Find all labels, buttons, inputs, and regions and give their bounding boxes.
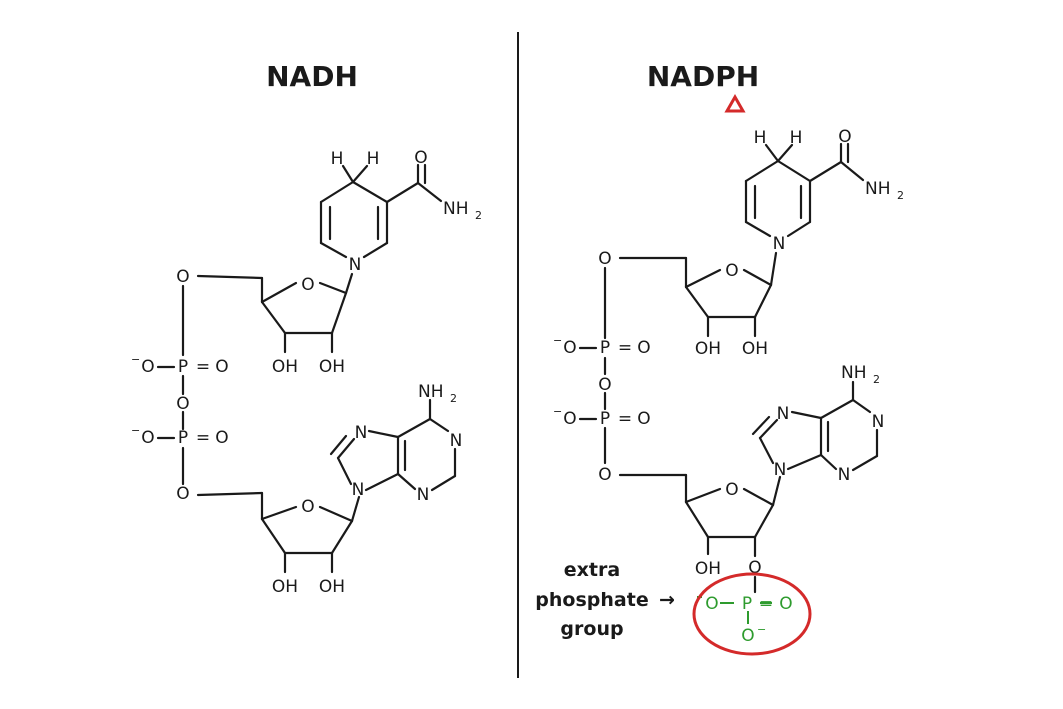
ring-oxygen-label: O (725, 480, 738, 500)
hydroxyl-label: OH (272, 357, 298, 377)
nadph-upper-ribose (618, 251, 778, 338)
nitrogen-label: N (773, 234, 786, 254)
oxygen-label: O (637, 409, 650, 429)
nadh-structure: H H O NH 2 N O OH OH (131, 148, 482, 597)
subscript-2: 2 (450, 392, 457, 405)
hydroxyl-label: OH (742, 339, 768, 359)
oxygen-label: O (176, 267, 189, 287)
oxygen-label: O (141, 357, 154, 377)
phosphorus-label: P (178, 357, 188, 377)
nadh-adenine (329, 398, 457, 523)
ring-oxygen-label: O (301, 275, 314, 295)
oxygen-label: O (741, 626, 754, 646)
nadh-lower-ribose (260, 491, 354, 574)
subscript-2: 2 (475, 209, 482, 222)
title-nadph: NADPH (647, 60, 759, 93)
oxygen-label: O (563, 338, 576, 358)
oxygen-label: O (838, 127, 851, 147)
arrow-right-icon: → (659, 589, 675, 611)
hydroxyl-label: OH (695, 339, 721, 359)
nitrogen-label: N (838, 465, 851, 485)
nadph-structure: H H O NH 2 N O OH OH (535, 127, 904, 656)
oxygen-label: O (779, 594, 792, 614)
oxygen-label: O (598, 465, 611, 485)
ring-oxygen-label: O (301, 497, 314, 517)
highlight-circle (692, 572, 812, 656)
hydroxyl-label: OH (319, 357, 345, 377)
hydroxyl-label: OH (695, 559, 721, 579)
oxygen-label: O (414, 148, 427, 168)
phosphorus-label: P (742, 594, 752, 614)
nitrogen-label: N (352, 480, 365, 500)
oxygen-label: O (141, 428, 154, 448)
title-nadh: NADH (266, 60, 358, 93)
hydroxyl-label: OH (319, 577, 345, 597)
nadph-lower-ribose (684, 473, 775, 558)
amine-label: NH (418, 382, 444, 402)
extra-phosphate-group: O P = O O − (697, 594, 793, 646)
oxygen-label: O (176, 484, 189, 504)
nitrogen-label: N (355, 423, 368, 443)
minus-charge: − (131, 353, 140, 366)
nadph-adenine (751, 380, 879, 507)
oxygen-label: O (215, 428, 228, 448)
amine-label: NH (865, 179, 891, 199)
annotation-line-2: phosphate (535, 589, 648, 611)
hydrogen-label: H (331, 149, 344, 169)
nitrogen-label: N (872, 412, 885, 432)
amine-label: NH (443, 199, 469, 219)
nitrogen-label: N (774, 460, 787, 480)
double-bond-label: = (618, 409, 632, 429)
hydrogen-label: H (790, 128, 803, 148)
subscript-2: 2 (873, 373, 880, 386)
warning-triangle-icon (724, 93, 746, 113)
minus-charge: − (131, 424, 140, 437)
oxygen-label: O (563, 409, 576, 429)
double-bond-label: = (196, 428, 210, 448)
nadph-nicotinamide-ring (744, 142, 865, 238)
nadh-upper-ribose (196, 272, 354, 354)
oxygen-label: O (637, 338, 650, 358)
annotation-line-1: extra (564, 559, 620, 581)
nadh-diphosphate-bridge (156, 284, 264, 497)
amine-label: NH (841, 363, 867, 383)
hydrogen-label: H (754, 128, 767, 148)
hydrogen-label: H (367, 149, 380, 169)
minus-charge: − (553, 405, 562, 418)
oxygen-label: O (598, 249, 611, 269)
bridging-oxygen-label: O (598, 375, 611, 395)
phosphorus-label: P (600, 338, 610, 358)
ring-oxygen-label: O (725, 261, 738, 281)
subscript-2: 2 (897, 189, 904, 202)
minus-charge: − (553, 334, 562, 347)
annotation-line-3: group (560, 618, 623, 640)
nitrogen-label: N (450, 431, 463, 451)
hydroxyl-label: OH (272, 577, 298, 597)
nitrogen-label: N (417, 485, 430, 505)
double-bond-label: = (759, 594, 773, 614)
double-bond-label: = (618, 338, 632, 358)
bridging-oxygen-label: O (176, 394, 189, 414)
extra-phosphate-annotation: extra phosphate group → (535, 559, 675, 640)
oxygen-label: O (705, 594, 718, 614)
oxygen-label: O (215, 357, 228, 377)
nadph-diphosphate-bridge (578, 266, 688, 477)
phosphorus-label: P (600, 409, 610, 429)
phosphorus-label: P (178, 428, 188, 448)
minus-charge: − (757, 623, 766, 636)
nitrogen-label: N (349, 255, 362, 275)
nitrogen-label: N (777, 404, 790, 424)
nadh-nicotinamide-ring (319, 163, 443, 259)
double-bond-label: = (196, 357, 210, 377)
